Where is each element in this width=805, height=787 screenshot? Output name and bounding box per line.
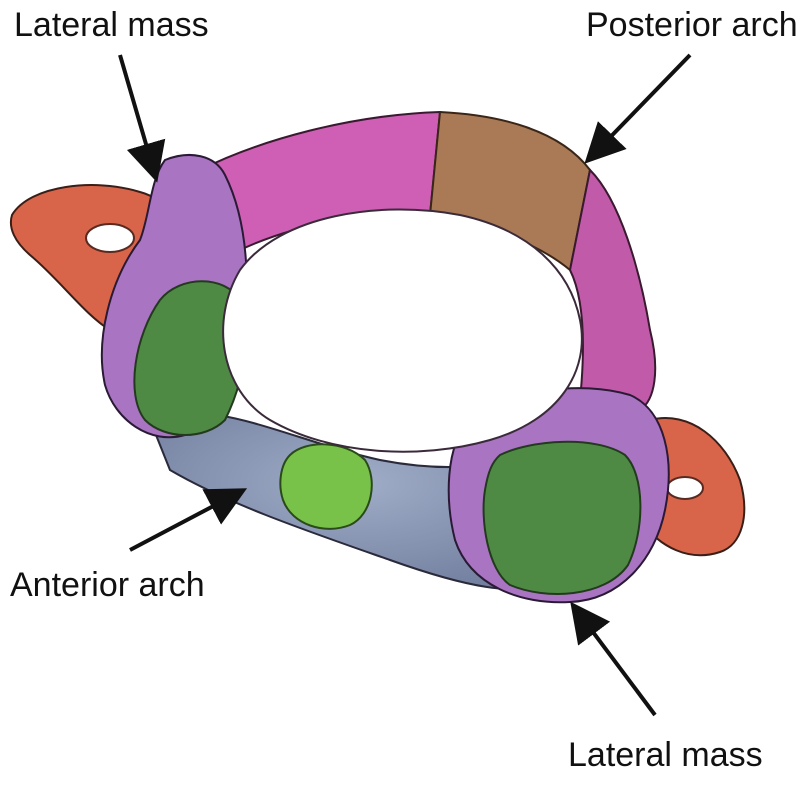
label-lateral-mass-top: Lateral mass bbox=[14, 8, 209, 42]
right-articular-facet bbox=[484, 442, 641, 594]
arrow-lateral-mass-top bbox=[120, 55, 155, 175]
label-lateral-mass-bottom: Lateral mass bbox=[568, 738, 763, 772]
posterior-arch-right-shape bbox=[570, 170, 655, 410]
vertebral-foramen bbox=[223, 210, 582, 452]
arrow-lateral-mass-bottom bbox=[575, 608, 655, 715]
left-transverse-foramen bbox=[86, 224, 134, 252]
atlas-ring bbox=[102, 112, 669, 602]
anterior-tubercle bbox=[280, 444, 371, 529]
label-anterior-arch: Anterior arch bbox=[10, 568, 205, 602]
label-posterior-arch: Posterior arch bbox=[586, 8, 798, 42]
arrow-anterior-arch bbox=[130, 492, 240, 550]
right-transverse-foramen bbox=[667, 477, 703, 499]
arrow-posterior-arch bbox=[590, 55, 690, 158]
